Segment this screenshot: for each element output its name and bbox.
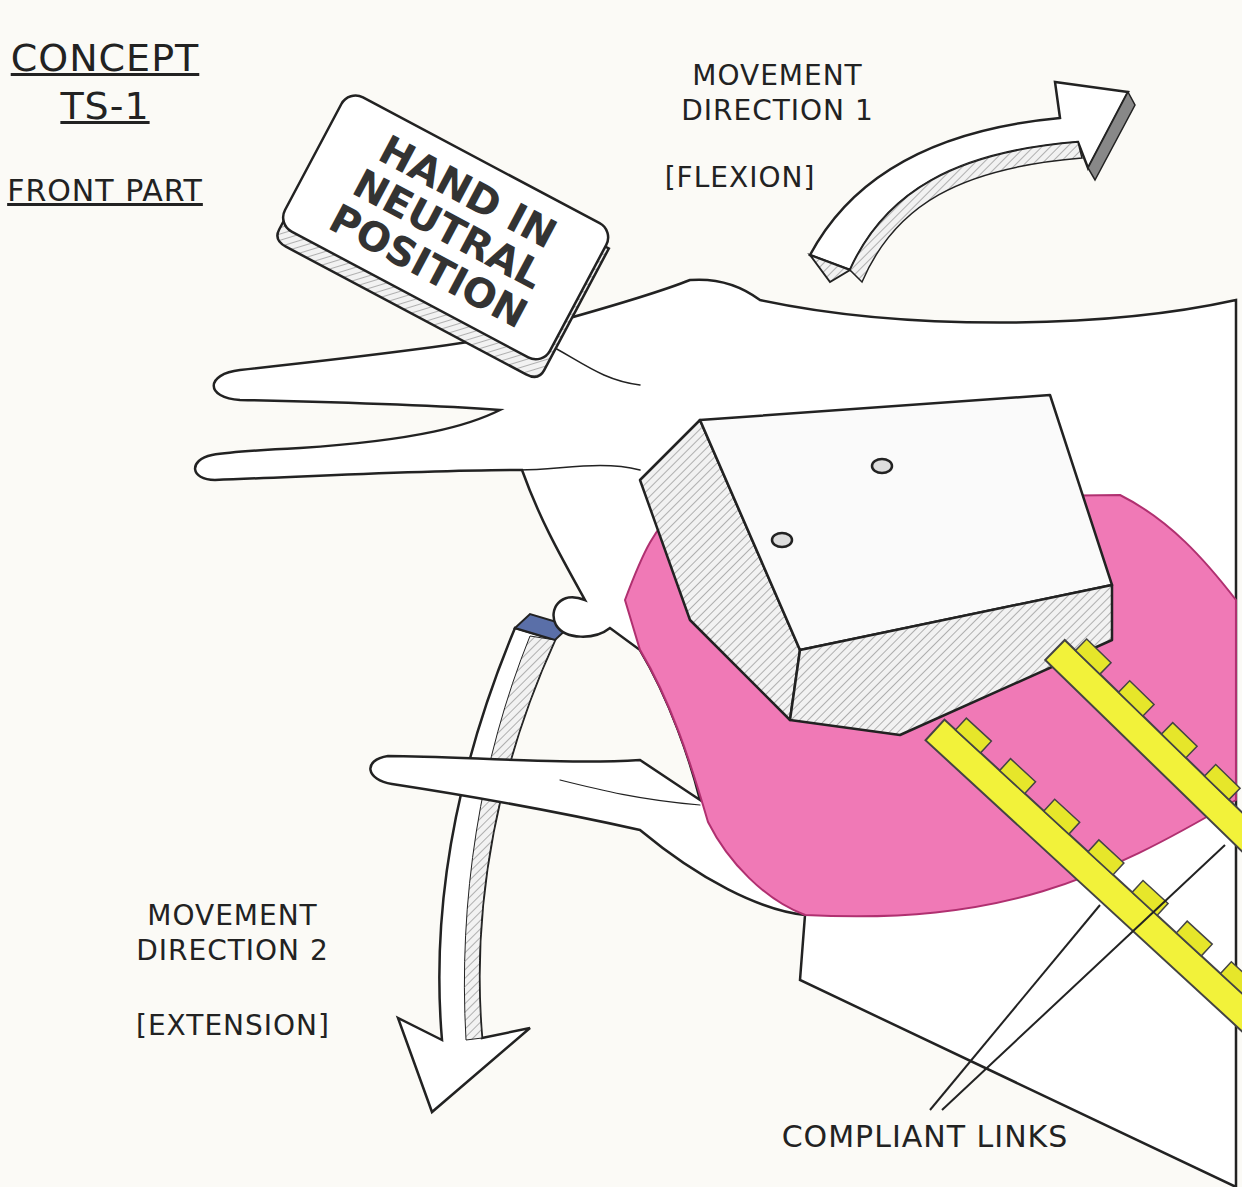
movement-label: MOVEMENT DIRECTION 2	[120, 898, 345, 968]
movement-type: [FLEXION]	[660, 160, 820, 195]
extension-arrow	[398, 614, 570, 1112]
link-tooth	[1221, 962, 1242, 997]
plaque-text: HAND IN NEUTRAL POSITION	[317, 119, 579, 338]
link-tooth	[1088, 840, 1124, 875]
link-tooth	[1132, 881, 1168, 916]
sketch-title: CONCEPT TS-1	[5, 35, 205, 130]
screw-hole	[872, 459, 892, 473]
link-tooth	[1162, 723, 1198, 758]
link-tooth	[1119, 681, 1155, 716]
movement-label: MOVEMENT DIRECTION 1	[665, 58, 890, 128]
link-tooth	[1176, 921, 1212, 956]
plaque-face	[278, 90, 614, 365]
link-tooth	[956, 718, 992, 753]
arrow-side	[464, 636, 555, 1040]
movement-type: [EXTENSION]	[118, 1008, 348, 1043]
knuckle-line	[520, 466, 640, 470]
hand-outline	[195, 280, 1236, 1187]
link-bar	[1045, 640, 1242, 855]
leader-line	[942, 845, 1225, 1110]
arrow-side	[850, 142, 1082, 282]
part-label: COMPLIANT LINKS	[770, 1118, 1080, 1156]
leader-line	[930, 905, 1100, 1110]
link-tooth	[1044, 799, 1080, 834]
thumb-crease	[560, 780, 700, 805]
compliant-link	[1045, 628, 1242, 855]
screw-hole	[772, 533, 792, 547]
arrow-side	[810, 255, 850, 282]
device-housing	[640, 395, 1112, 735]
view-label: FRONT PART	[5, 172, 205, 210]
link-tooth	[1205, 764, 1241, 799]
link-tooth	[1076, 639, 1112, 674]
compliant-link	[926, 708, 1242, 1031]
hand	[195, 280, 1236, 1187]
arrow-side	[1088, 92, 1135, 180]
arrow-body	[398, 628, 555, 1112]
link-tooth	[1000, 759, 1036, 794]
